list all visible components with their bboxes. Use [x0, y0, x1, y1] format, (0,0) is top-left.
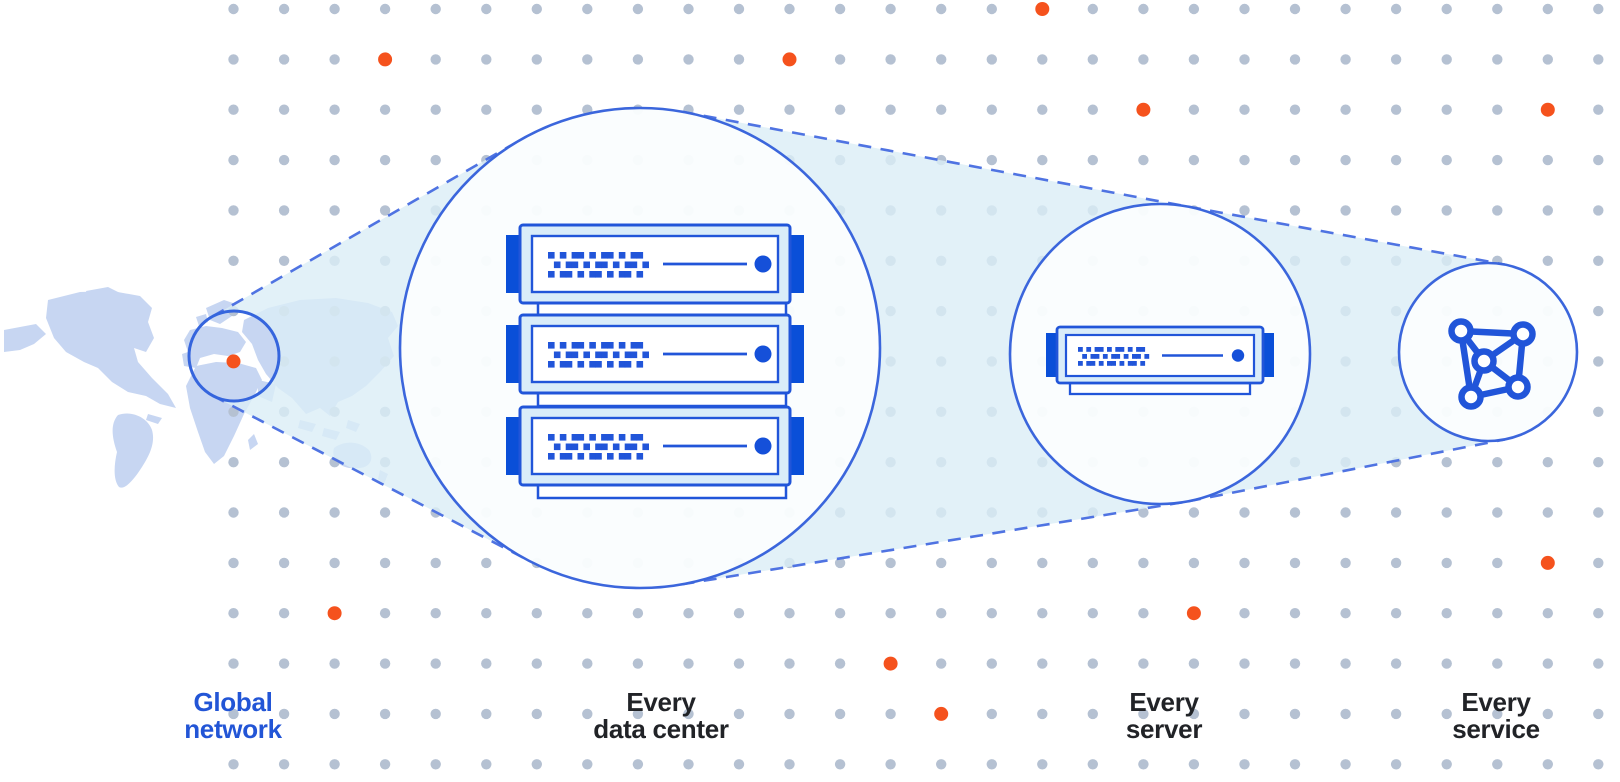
rack-unit-left-tab	[506, 417, 521, 475]
dashed-line-lower-right	[1187, 438, 1505, 503]
rack-unit-right-tab	[789, 417, 804, 475]
rack-unit-3	[506, 405, 804, 500]
label-line: service	[1452, 714, 1540, 744]
rack-unit-dot-matrix	[548, 434, 649, 460]
server-foot	[1068, 381, 1252, 396]
continent-greenland	[86, 287, 120, 308]
rack-unit-dot-matrix	[548, 342, 649, 368]
continent-europe	[182, 326, 246, 368]
rack-unit-foot	[536, 391, 788, 408]
rack-unit-foot	[536, 483, 788, 500]
label-every-server: Every server	[1064, 689, 1264, 743]
rack-unit-left-tab	[506, 325, 521, 383]
server-left-tab	[1046, 333, 1058, 377]
dashed-line-lower-left	[211, 394, 526, 560]
server-power-dot	[1231, 349, 1245, 362]
continent-south-america	[112, 413, 154, 488]
label-every-data-center: Every data center	[511, 689, 811, 743]
island-cuba	[146, 414, 162, 424]
rack-unit-power-dot	[754, 255, 772, 273]
rack-unit-2	[506, 313, 804, 408]
label-every-service: Every service	[1396, 689, 1596, 743]
continent-alaska	[4, 324, 46, 352]
dashed-line-lower-mid	[681, 500, 1187, 586]
continent-north-america	[46, 291, 176, 408]
rack-unit-power-dot	[754, 437, 772, 455]
rack-unit-right-tab	[789, 325, 804, 383]
rack-unit-1	[506, 223, 804, 318]
label-line: Global	[193, 687, 273, 717]
server-right-tab	[1262, 333, 1274, 377]
label-line: Every	[1129, 687, 1199, 717]
label-line: Every	[626, 687, 696, 717]
mesh-icon	[1448, 318, 1536, 410]
rack-unit-dot-matrix	[548, 252, 649, 278]
label-global-network: Global network	[133, 689, 333, 743]
globe-map-circle	[187, 309, 281, 403]
single-server	[1046, 325, 1274, 396]
label-line: server	[1125, 714, 1203, 744]
label-line: Every	[1461, 687, 1531, 717]
server-dot-matrix	[1078, 347, 1150, 366]
label-line: network	[184, 714, 282, 744]
server-rack	[506, 223, 804, 500]
dashed-line-upper-left	[211, 136, 526, 318]
continent-africa	[186, 362, 262, 464]
rack-unit-left-tab	[506, 235, 521, 293]
dashed-line-upper-right	[1187, 205, 1505, 266]
label-line: data center	[593, 714, 729, 744]
rack-unit-right-tab	[789, 235, 804, 293]
island-madagascar	[248, 434, 258, 450]
dashed-line-upper-mid	[681, 110, 1187, 208]
tangent-dashed-lines	[211, 110, 1505, 586]
rack-unit-power-dot	[754, 345, 772, 363]
